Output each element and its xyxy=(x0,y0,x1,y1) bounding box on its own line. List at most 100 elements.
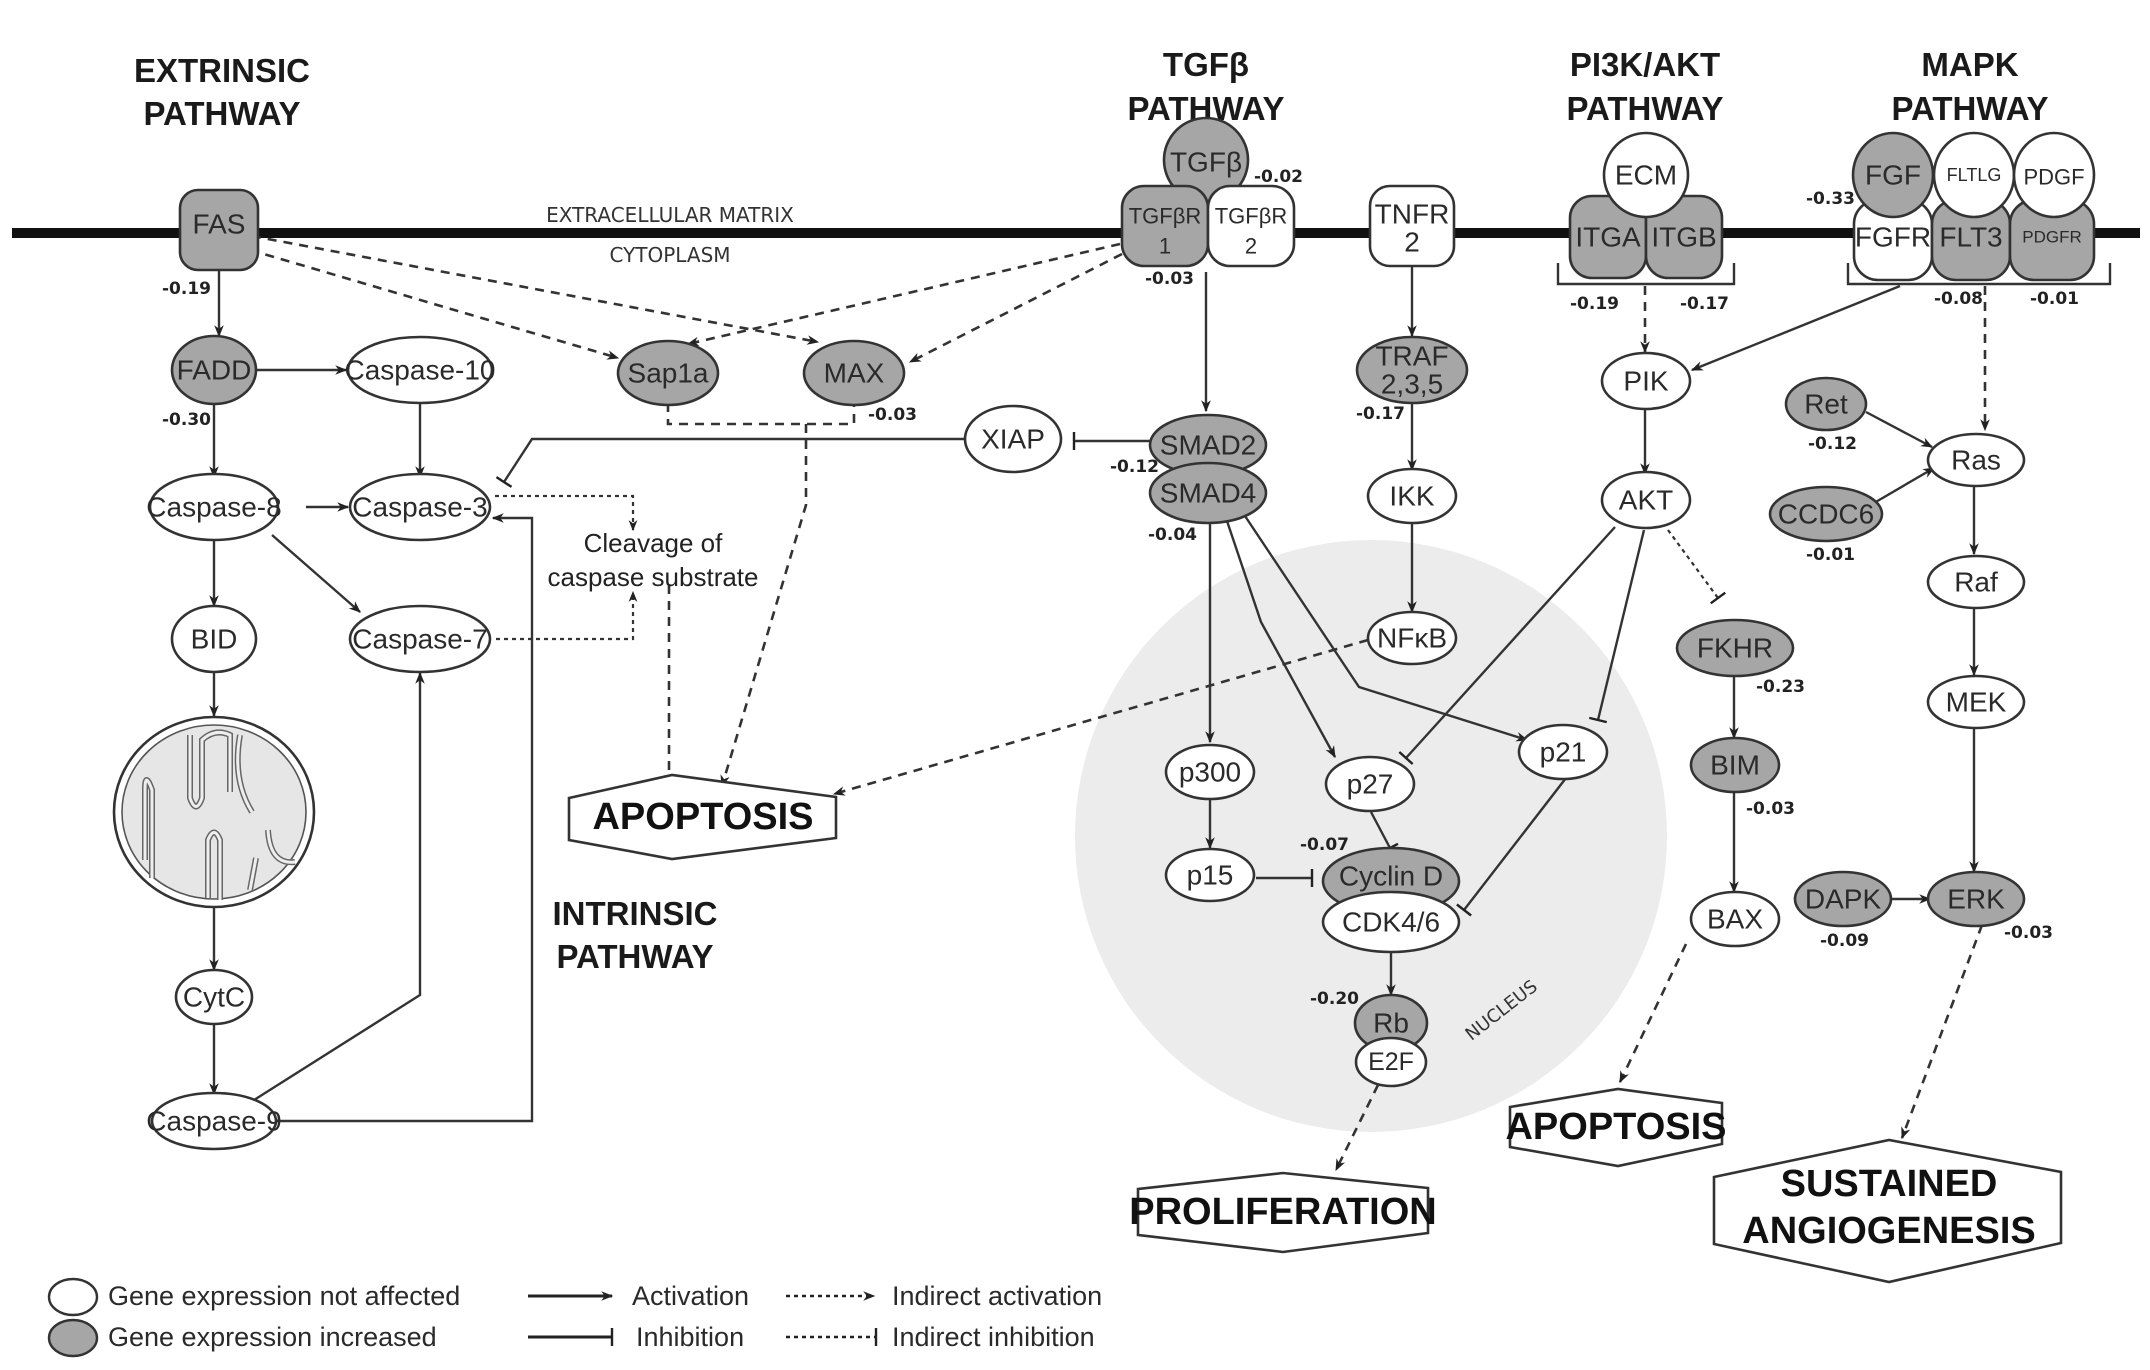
node-ikk[interactable]: IKK xyxy=(1366,467,1458,525)
node-ras[interactable]: Ras xyxy=(1926,432,2026,488)
node-fkhr[interactable]: FKHR xyxy=(1675,618,1795,678)
value-fas: -0.19 xyxy=(162,279,211,299)
svg-text:FLTLG: FLTLG xyxy=(1947,165,2002,185)
node-itga[interactable]: ITGA xyxy=(1568,194,1648,280)
edge-sap1a-max-apoptosis xyxy=(720,424,808,788)
value-tgfb: -0.02 xyxy=(1254,167,1303,187)
node-p27[interactable]: p27 xyxy=(1324,755,1416,813)
node-cdk46[interactable]: CDK4/6 xyxy=(1321,890,1461,954)
svg-text:Indirect activation: Indirect activation xyxy=(892,1281,1102,1311)
node-mek[interactable]: MEK xyxy=(1926,674,2026,730)
svg-text:CytC: CytC xyxy=(183,982,245,1013)
svg-text:MAPK: MAPK xyxy=(1921,46,2018,83)
svg-text:FAS: FAS xyxy=(193,209,246,240)
node-dapk[interactable]: DAPK xyxy=(1793,870,1893,928)
node-pik[interactable]: PIK xyxy=(1600,351,1692,411)
svg-text:TNFR: TNFR xyxy=(1375,199,1450,230)
node-fltlg[interactable]: FLTLG xyxy=(1932,131,2016,219)
outcome-sustained-angiogenesis[interactable]: SUSTAINED ANGIOGENESIS xyxy=(1712,1138,2063,1284)
node-ret[interactable]: Ret xyxy=(1784,376,1868,432)
svg-text:SMAD4: SMAD4 xyxy=(1160,478,1256,509)
svg-text:INTRINSIC: INTRINSIC xyxy=(553,895,718,932)
node-bim[interactable]: BIM xyxy=(1689,736,1781,794)
node-tgfb[interactable]: TGFβ xyxy=(1162,116,1250,204)
node-caspase-7[interactable]: Caspase-7 xyxy=(348,604,492,674)
node-bid[interactable]: BID xyxy=(170,604,258,674)
svg-text:FGF: FGF xyxy=(1865,160,1921,191)
node-tnfr2[interactable]: TNFR 2 xyxy=(1368,184,1456,268)
node-cytc[interactable]: CytC xyxy=(174,968,254,1026)
svg-text:PDGFR: PDGFR xyxy=(2022,228,2082,247)
svg-text:p300: p300 xyxy=(1179,757,1241,788)
value-tgfbr1: -0.03 xyxy=(1145,269,1194,289)
node-traf[interactable]: TRAF 2,3,5 xyxy=(1355,335,1469,405)
cell-membrane xyxy=(12,228,2140,238)
node-caspase-3[interactable]: Caspase-3 xyxy=(348,472,492,542)
outcome-proliferation[interactable]: PROLIFERATION xyxy=(1129,1171,1437,1254)
legend: Gene expression not affected Gene expres… xyxy=(47,1277,1102,1358)
edge-p27-cyclind xyxy=(1369,811,1399,854)
node-fas[interactable]: FAS xyxy=(178,188,260,272)
rtk-bracket xyxy=(1846,263,2112,286)
svg-text:CCDC6: CCDC6 xyxy=(1778,499,1874,530)
node-mitochondrion[interactable] xyxy=(112,715,316,909)
node-tgfbr1[interactable]: TGFβR 1 xyxy=(1120,184,1210,268)
title-mapk: MAPK PATHWAY xyxy=(1891,46,2048,127)
node-xiap[interactable]: XIAP xyxy=(963,404,1063,474)
legend-white-node-icon xyxy=(47,1277,99,1317)
node-caspase-10[interactable]: Caspase-10 xyxy=(345,335,496,405)
node-raf[interactable]: Raf xyxy=(1926,554,2026,610)
svg-text:Caspase-3: Caspase-3 xyxy=(352,492,487,523)
svg-text:2: 2 xyxy=(1404,227,1420,258)
node-fadd[interactable]: FADD xyxy=(170,334,258,406)
node-tgfbr2[interactable]: TGFβR 2 xyxy=(1206,184,1296,268)
outcome-apoptosis-right[interactable]: APOPTOSIS xyxy=(1505,1087,1727,1168)
svg-text:ITGA: ITGA xyxy=(1575,222,1641,253)
value-itga: -0.19 xyxy=(1570,294,1619,314)
node-smad2[interactable]: SMAD2 xyxy=(1148,413,1268,477)
edge-fas-max xyxy=(251,234,820,345)
svg-text:BID: BID xyxy=(191,624,238,655)
node-nfkb[interactable]: NFκB xyxy=(1366,610,1458,666)
svg-text:TRAF: TRAF xyxy=(1375,341,1448,372)
svg-text:PATHWAY: PATHWAY xyxy=(556,938,713,975)
svg-text:FLT3: FLT3 xyxy=(1939,222,2002,253)
svg-text:Activation: Activation xyxy=(632,1281,749,1311)
node-itgb[interactable]: ITGB xyxy=(1644,194,1724,280)
node-erk[interactable]: ERK xyxy=(1926,870,2026,928)
svg-text:AKT: AKT xyxy=(1619,485,1673,516)
node-pdgf[interactable]: PDGF xyxy=(2012,131,2096,219)
outcome-apoptosis-left[interactable]: APOPTOSIS xyxy=(567,773,838,861)
edge-akt-p27 xyxy=(1398,526,1616,765)
node-max[interactable]: MAX xyxy=(802,339,906,407)
svg-text:PROLIFERATION: PROLIFERATION xyxy=(1129,1191,1437,1233)
node-p15[interactable]: p15 xyxy=(1164,847,1256,903)
node-akt[interactable]: AKT xyxy=(1600,470,1692,530)
node-smad4[interactable]: SMAD4 xyxy=(1148,461,1268,525)
node-caspase-8[interactable]: Caspase-8 xyxy=(146,472,282,542)
svg-text:PIK: PIK xyxy=(1623,366,1668,397)
node-rb[interactable]: Rb xyxy=(1353,993,1429,1053)
svg-text:FGFR: FGFR xyxy=(1855,222,1931,253)
node-caspase-9[interactable]: Caspase-9 xyxy=(146,1091,282,1151)
svg-text:Cleavage of: Cleavage of xyxy=(584,528,724,558)
node-e2f[interactable]: E2F xyxy=(1354,1036,1428,1088)
svg-text:Ret: Ret xyxy=(1804,389,1848,420)
node-p300[interactable]: p300 xyxy=(1164,743,1256,801)
node-sap1a[interactable]: Sap1a xyxy=(616,339,720,407)
legend-not-affected: Gene expression not affected xyxy=(47,1277,460,1317)
cleavage-annotation: Cleavage of caspase substrate xyxy=(547,528,758,592)
node-p21[interactable]: p21 xyxy=(1517,723,1609,781)
edge-erk-angiogenesis xyxy=(1900,924,1984,1140)
node-ecm[interactable]: ECM xyxy=(1602,131,1690,219)
svg-text:FADD: FADD xyxy=(177,355,252,386)
edge-ccdc6-ras xyxy=(1873,466,1936,505)
legend-gray-node-icon xyxy=(47,1318,99,1358)
svg-text:Caspase-10: Caspase-10 xyxy=(345,355,496,386)
node-fgf[interactable]: FGF xyxy=(1851,131,1935,219)
edge-casp7-cleavage xyxy=(496,590,638,641)
node-ccdc6[interactable]: CCDC6 xyxy=(1768,485,1884,543)
svg-text:Gene expression increased: Gene expression increased xyxy=(108,1322,437,1352)
integrin-bracket xyxy=(1556,263,1736,286)
node-bax[interactable]: BAX xyxy=(1689,890,1781,948)
